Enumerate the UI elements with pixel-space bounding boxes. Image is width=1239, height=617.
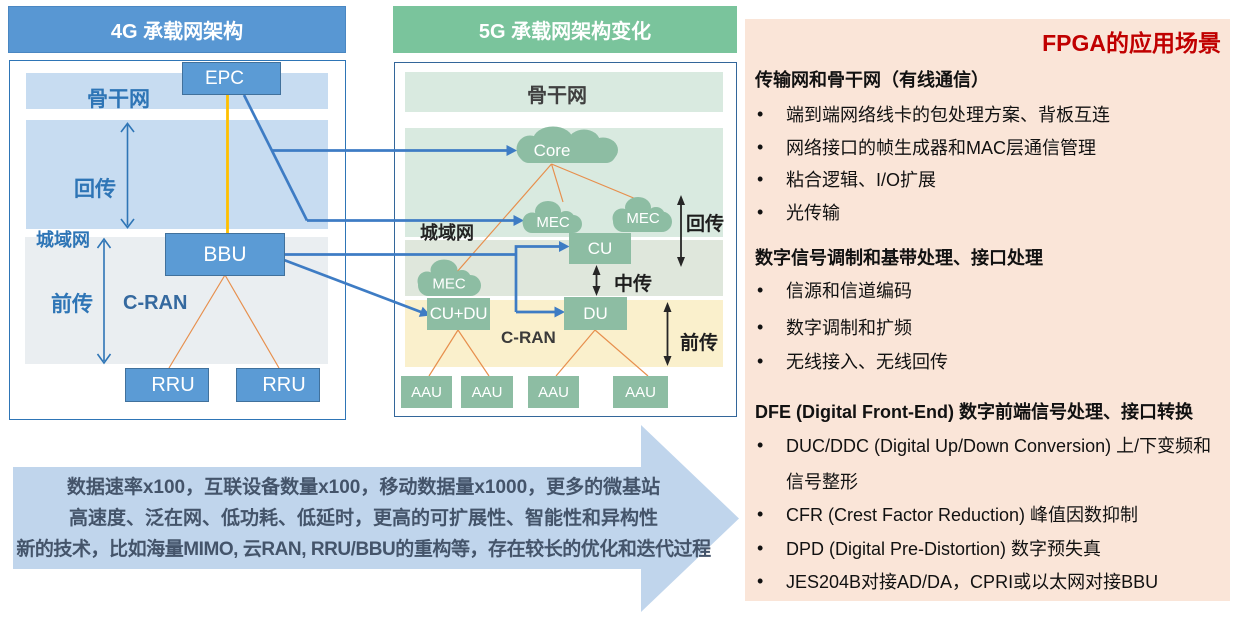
svg-text:MEC: MEC	[536, 214, 570, 231]
svg-text:Core: Core	[534, 141, 571, 160]
svg-text:MEC: MEC	[626, 210, 660, 227]
svg-text:MEC: MEC	[432, 276, 466, 293]
